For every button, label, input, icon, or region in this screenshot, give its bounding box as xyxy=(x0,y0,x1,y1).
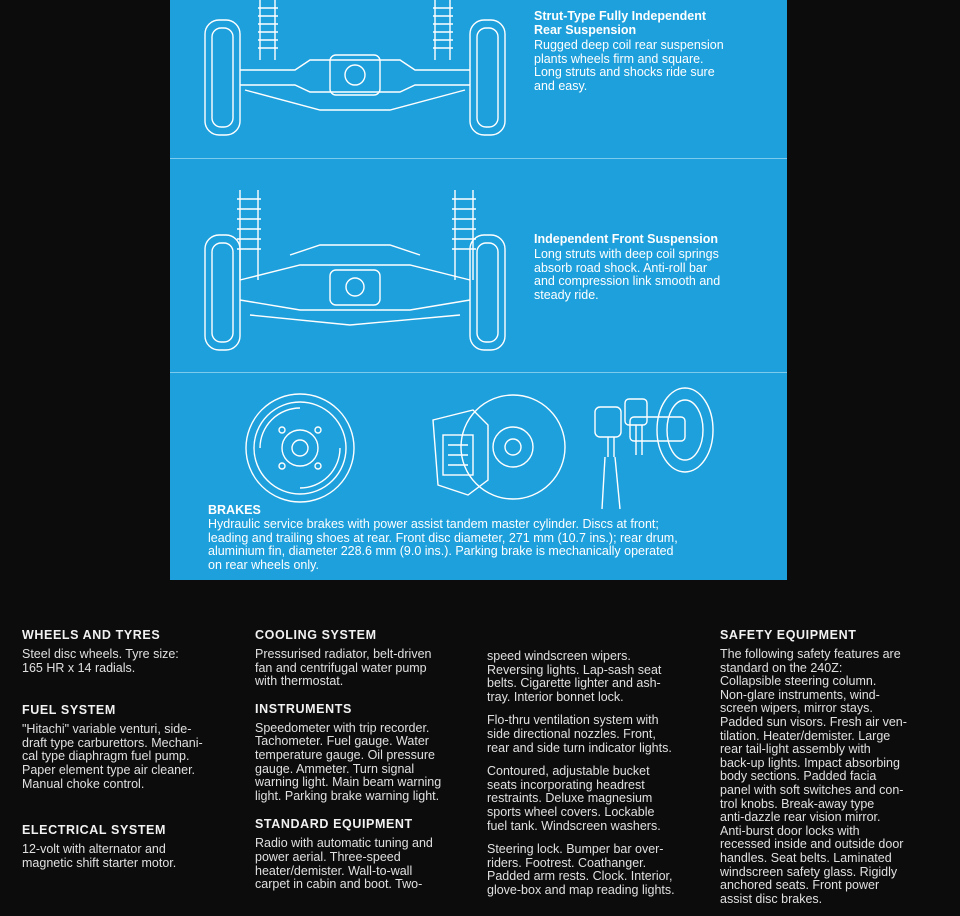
instruments-heading: INSTRUMENTS xyxy=(255,701,352,716)
front-suspension-title: Independent Front Suspension xyxy=(534,232,719,246)
standard-equipment-continued-3: Contoured, adjustable bucket seats incor… xyxy=(487,764,661,833)
wheels-tyres-heading: WHEELS AND TYRES xyxy=(22,628,161,642)
cooling-system-text: Pressurised radiator, belt-driven fan an… xyxy=(255,647,432,689)
rear-suspension-illustration xyxy=(204,0,506,136)
electrical-system-heading: ELECTRICAL SYSTEM xyxy=(22,823,167,838)
spec-column-4: SAFETY EQUIPMENT The following safety fe… xyxy=(720,628,950,906)
fuel-system-text: "Hitachi" variable venturi, side- draft … xyxy=(22,722,203,791)
front-disc-brake-illustration xyxy=(432,394,566,500)
standard-equipment-heading: STANDARD EQUIPMENT xyxy=(255,817,413,832)
rear-drum-brake-illustration xyxy=(245,393,355,503)
spec-column-2: COOLING SYSTEM Pressurised radiator, bel… xyxy=(255,628,475,892)
cooling-system-heading: COOLING SYSTEM xyxy=(255,628,377,642)
standard-equipment-text: Radio with automatic tuning and power ae… xyxy=(255,836,433,892)
master-cylinder-illustration xyxy=(594,387,714,510)
instruments-text: Speedometer with trip recorder. Tachomet… xyxy=(255,720,442,803)
front-suspension-description: Long struts with deep coil springs absor… xyxy=(534,247,721,302)
brakes-description: Hydraulic service brakes with power assi… xyxy=(208,517,678,572)
spec-column-1: WHEELS AND TYRES Steel disc wheels. Tyre… xyxy=(22,628,237,870)
safety-equipment-text: The following safety features are standa… xyxy=(720,647,907,906)
rear-suspension-title: Strut-Type Fully Independent Rear Suspen… xyxy=(534,9,706,37)
safety-equipment-heading: SAFETY EQUIPMENT xyxy=(720,628,857,642)
standard-equipment-continued-4: Steering lock. Bumper bar over- riders. … xyxy=(487,842,675,897)
rear-suspension-description: Rugged deep coil rear suspension plants … xyxy=(534,38,724,93)
standard-equipment-continued-2: Flo-thru ventilation system with side di… xyxy=(487,713,672,755)
panel-divider xyxy=(170,372,787,373)
front-suspension-illustration xyxy=(204,190,506,351)
standard-equipment-continued-1: speed windscreen wipers. Reversing light… xyxy=(487,649,662,704)
spec-column-3: speed windscreen wipers. Reversing light… xyxy=(487,649,712,908)
fuel-system-heading: FUEL SYSTEM xyxy=(22,703,116,718)
panel-divider xyxy=(170,158,787,159)
brakes-title: BRAKES xyxy=(208,503,261,517)
electrical-system-text: 12-volt with alternator and magnetic shi… xyxy=(22,842,177,870)
spec-illustration-panel: Strut-Type Fully Independent Rear Suspen… xyxy=(170,0,787,580)
wheels-tyres-text: Steel disc wheels. Tyre size: 165 HR x 1… xyxy=(22,647,179,675)
